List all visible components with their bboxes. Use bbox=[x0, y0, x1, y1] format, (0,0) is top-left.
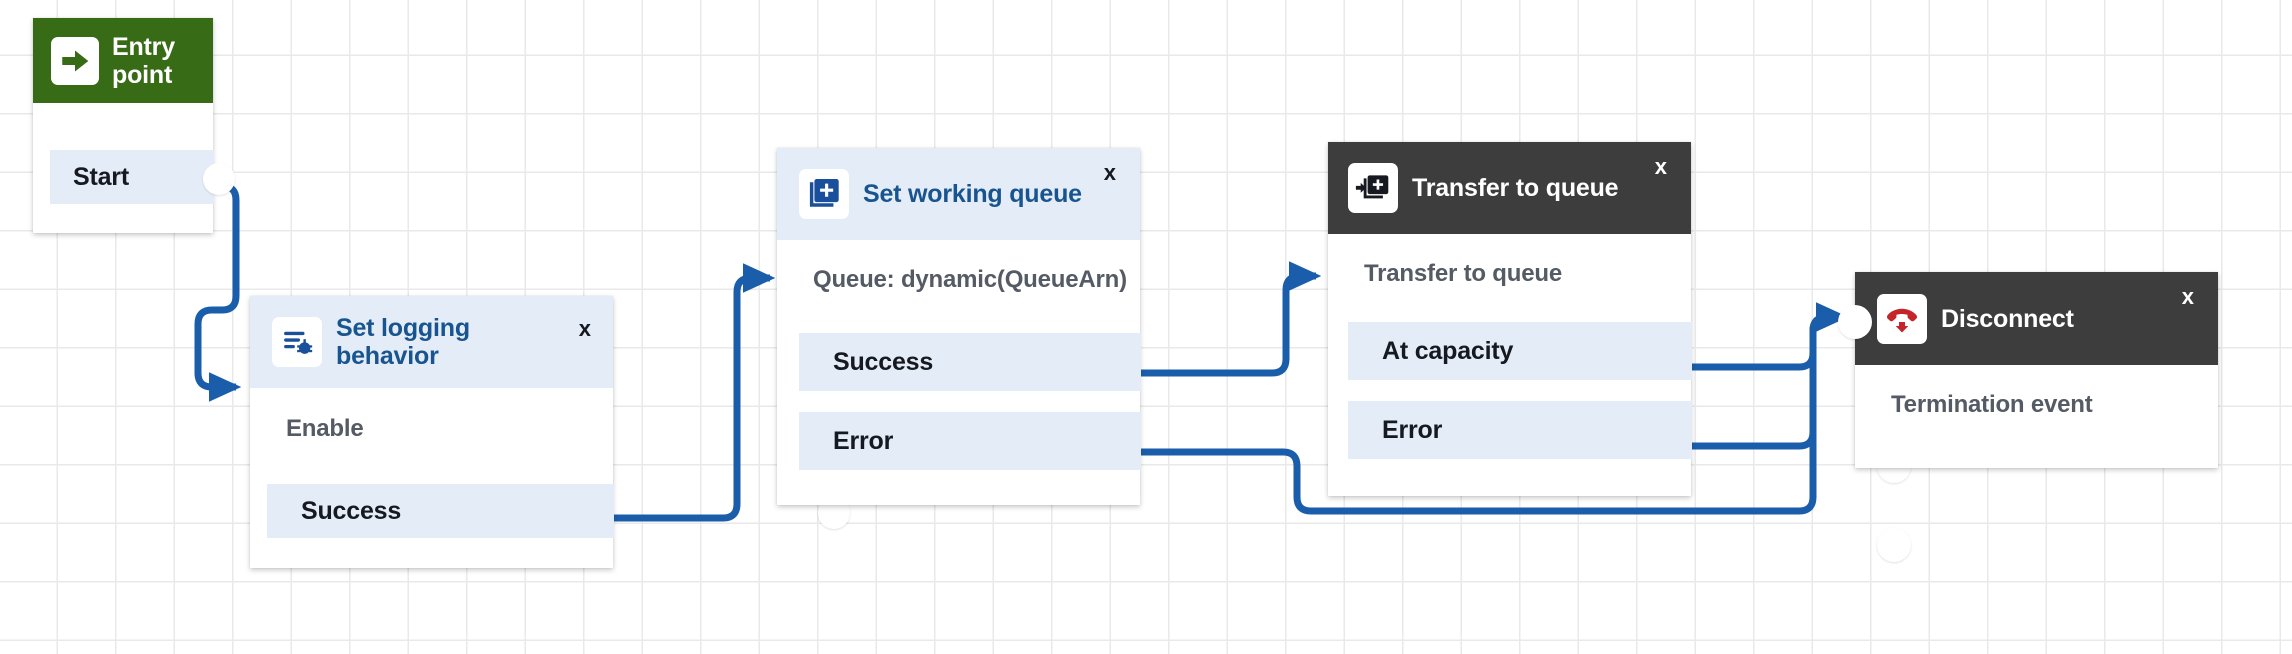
port-success-label: Success bbox=[301, 496, 402, 525]
set-logging-behavior-node[interactable]: Set logging behavior x Enable Success bbox=[250, 296, 850, 568]
close-icon[interactable]: x bbox=[1103, 160, 1116, 185]
set-working-queue-detail: Queue: dynamic(QueueArn) bbox=[813, 266, 1127, 293]
wire-transfer-atcapacity-to-disconnect bbox=[1692, 313, 1843, 371]
wire-logging-success-to-working-queue bbox=[600, 263, 776, 522]
port-success[interactable]: Success bbox=[267, 484, 614, 538]
wire-queue-success-to-transfer bbox=[1132, 261, 1322, 377]
port-start-label: Start bbox=[73, 162, 129, 191]
port-error[interactable]: Error bbox=[1348, 401, 1692, 459]
disconnect-title: Disconnect bbox=[1941, 304, 2074, 333]
close-icon[interactable]: x bbox=[1654, 154, 1667, 179]
entry-point-body: Start bbox=[33, 103, 235, 233]
set-working-queue-body: Queue: dynamic(QueueArn) Success Error bbox=[777, 240, 1911, 562]
entry-point-node[interactable]: Entry point Start bbox=[33, 18, 235, 233]
set-working-queue-node[interactable]: Set working queue x Queue: dynamic(Queue… bbox=[777, 148, 1911, 562]
close-icon[interactable]: x bbox=[578, 316, 591, 341]
set-logging-behavior-title: Set logging behavior bbox=[336, 314, 470, 370]
set-logging-behavior-body: Enable Success bbox=[250, 388, 850, 568]
close-icon[interactable]: x bbox=[2181, 284, 2194, 309]
set-working-queue-title: Set working queue bbox=[863, 180, 1082, 208]
port-error-label: Error bbox=[1382, 415, 1443, 444]
port-success-label: Success bbox=[833, 347, 934, 376]
transfer-to-queue-detail: Transfer to queue bbox=[1364, 260, 1562, 287]
log-bug-icon bbox=[272, 317, 322, 367]
port-at-capacity-label: At capacity bbox=[1382, 336, 1514, 365]
port-start[interactable]: Start bbox=[50, 150, 214, 204]
transfer-to-queue-body: Transfer to queue At capacity Error bbox=[1328, 234, 1692, 496]
port-success[interactable]: Success bbox=[799, 333, 1141, 391]
port-error[interactable]: Error bbox=[799, 412, 1141, 470]
queue-plus-icon bbox=[799, 169, 849, 219]
phone-hangup-icon bbox=[1877, 293, 1927, 344]
port-start-connector[interactable] bbox=[203, 163, 235, 195]
disconnect-header: Disconnect x bbox=[1855, 272, 2218, 365]
disconnect-body: Termination event bbox=[1855, 365, 2218, 468]
transfer-to-queue-node[interactable]: Transfer to queue x Transfer to queue At… bbox=[1328, 142, 1692, 496]
transfer-to-queue-header: Transfer to queue x bbox=[1328, 142, 1691, 234]
wire-transfer-error-to-disconnect bbox=[1692, 313, 1843, 450]
entry-point-header: Entry point bbox=[33, 18, 213, 103]
transfer-queue-icon bbox=[1348, 163, 1398, 213]
entry-point-title: Entry point bbox=[112, 32, 175, 89]
disconnect-node[interactable]: Disconnect x Termination event bbox=[1838, 272, 2218, 468]
set-logging-behavior-header: Set logging behavior x bbox=[250, 296, 613, 388]
disconnect-detail: Termination event bbox=[1891, 391, 2093, 418]
arrow-right-enter-icon bbox=[51, 36, 99, 85]
set-working-queue-header: Set working queue x bbox=[777, 148, 1140, 240]
port-error-connector[interactable] bbox=[1877, 528, 1911, 562]
port-error-label: Error bbox=[833, 426, 894, 455]
disconnect-input-connector[interactable] bbox=[1838, 305, 1872, 339]
set-logging-behavior-detail: Enable bbox=[286, 415, 364, 442]
port-at-capacity[interactable]: At capacity bbox=[1348, 322, 1692, 380]
transfer-to-queue-title: Transfer to queue bbox=[1412, 174, 1619, 202]
